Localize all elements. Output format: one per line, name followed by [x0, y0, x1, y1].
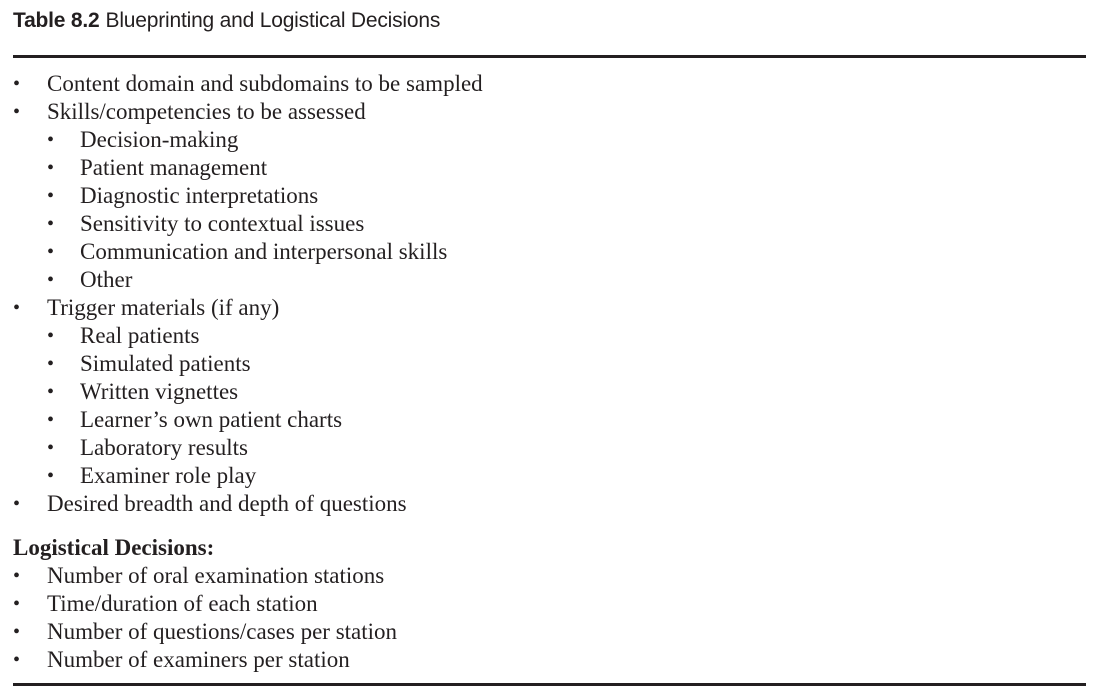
- logistical-list: • Number of oral examination stations • Ti…: [13, 562, 1073, 674]
- bullet-icon: •: [13, 297, 21, 319]
- list-item: • Trigger materials (if any): [13, 294, 1073, 322]
- list-item-text: Sensitivity to contextual issues: [80, 211, 365, 236]
- sub-list-item: • Simulated patients: [13, 350, 1073, 378]
- bullet-icon: •: [47, 157, 55, 179]
- list-item-text: Number of questions/cases per station: [47, 619, 398, 644]
- list-item: • Skills/competencies to be assessed: [13, 98, 1073, 126]
- bullet-icon: •: [13, 73, 21, 95]
- bullet-icon: •: [47, 381, 55, 403]
- bullet-icon: •: [47, 129, 55, 151]
- list-item-text: Decision-making: [80, 127, 239, 152]
- list-item-text: Laboratory results: [80, 435, 248, 460]
- list-item-text: Content domain and subdomains to be samp…: [47, 71, 483, 96]
- section-heading: Logistical Decisions:: [13, 535, 215, 560]
- sub-list-item: • Diagnostic interpretations: [13, 182, 1073, 210]
- list-item: • Number of examiners per station: [13, 646, 1073, 674]
- bullet-icon: •: [13, 593, 21, 615]
- bullet-icon: •: [47, 409, 55, 431]
- sub-list-item: • Patient management: [13, 154, 1073, 182]
- list-item: • Desired breadth and depth of questions: [13, 490, 1073, 518]
- list-item-text: Real patients: [80, 323, 200, 348]
- list-item-text: Desired breadth and depth of questions: [47, 491, 407, 516]
- sub-list-item: • Laboratory results: [13, 434, 1073, 462]
- bullet-icon: •: [13, 565, 21, 587]
- list-item-text: Number of examiners per station: [47, 647, 350, 672]
- bullet-icon: •: [47, 325, 55, 347]
- bullet-icon: •: [47, 353, 55, 375]
- bottom-rule: [13, 683, 1086, 686]
- list-item-text: Skills/competencies to be assessed: [47, 99, 366, 124]
- sub-list-item: • Sensitivity to contextual issues: [13, 210, 1073, 238]
- bullet-icon: •: [13, 101, 21, 123]
- blueprinting-list: • Content domain and subdomains to be sam…: [13, 70, 1073, 518]
- bullet-icon: •: [47, 465, 55, 487]
- bullet-icon: •: [13, 649, 21, 671]
- bullet-icon: •: [47, 185, 55, 207]
- list-item: • Number of questions/cases per station: [13, 618, 1073, 646]
- bullet-icon: •: [47, 437, 55, 459]
- list-item-text: Time/duration of each station: [47, 591, 318, 616]
- list-item-text: Patient management: [80, 155, 268, 180]
- sub-list-item: • Other: [13, 266, 1073, 294]
- bullet-icon: •: [13, 621, 21, 643]
- bullet-icon: •: [47, 213, 55, 235]
- list-item-text: Learner’s own patient charts: [80, 407, 343, 432]
- list-item-text: Diagnostic interpretations: [80, 183, 319, 208]
- bullet-icon: •: [47, 241, 55, 263]
- table-title: Blueprinting and Logistical Decisions: [105, 9, 441, 32]
- top-rule: [13, 55, 1086, 58]
- list-item-text: Other: [80, 267, 133, 292]
- list-item-text: Number of oral examination stations: [47, 563, 385, 588]
- sub-list-item: • Decision-making: [13, 126, 1073, 154]
- list-item: • Time/duration of each station: [13, 590, 1073, 618]
- bullet-icon: •: [13, 493, 21, 515]
- list-item-text: Trigger materials (if any): [47, 295, 280, 320]
- list-item: • Content domain and subdomains to be sam…: [13, 70, 1073, 98]
- sub-list-item: • Learner’s own patient charts: [13, 406, 1073, 434]
- sub-list-item: • Communication and interpersonal skills: [13, 238, 1073, 266]
- list-item: • Number of oral examination stations: [13, 562, 1073, 590]
- list-item-text: Examiner role play: [80, 463, 257, 488]
- list-item-text: Written vignettes: [80, 379, 239, 404]
- bullet-icon: •: [47, 269, 55, 291]
- table-number: Table 8.2: [13, 9, 100, 32]
- list-item-text: Simulated patients: [80, 351, 251, 376]
- sub-list-item: • Examiner role play: [13, 462, 1073, 490]
- list-item-text: Communication and interpersonal skills: [80, 239, 448, 264]
- sub-list-item: • Real patients: [13, 322, 1073, 350]
- logistical-section: Logistical Decisions: • Number of oral ex…: [13, 534, 1073, 674]
- sub-list-item: • Written vignettes: [13, 378, 1073, 406]
